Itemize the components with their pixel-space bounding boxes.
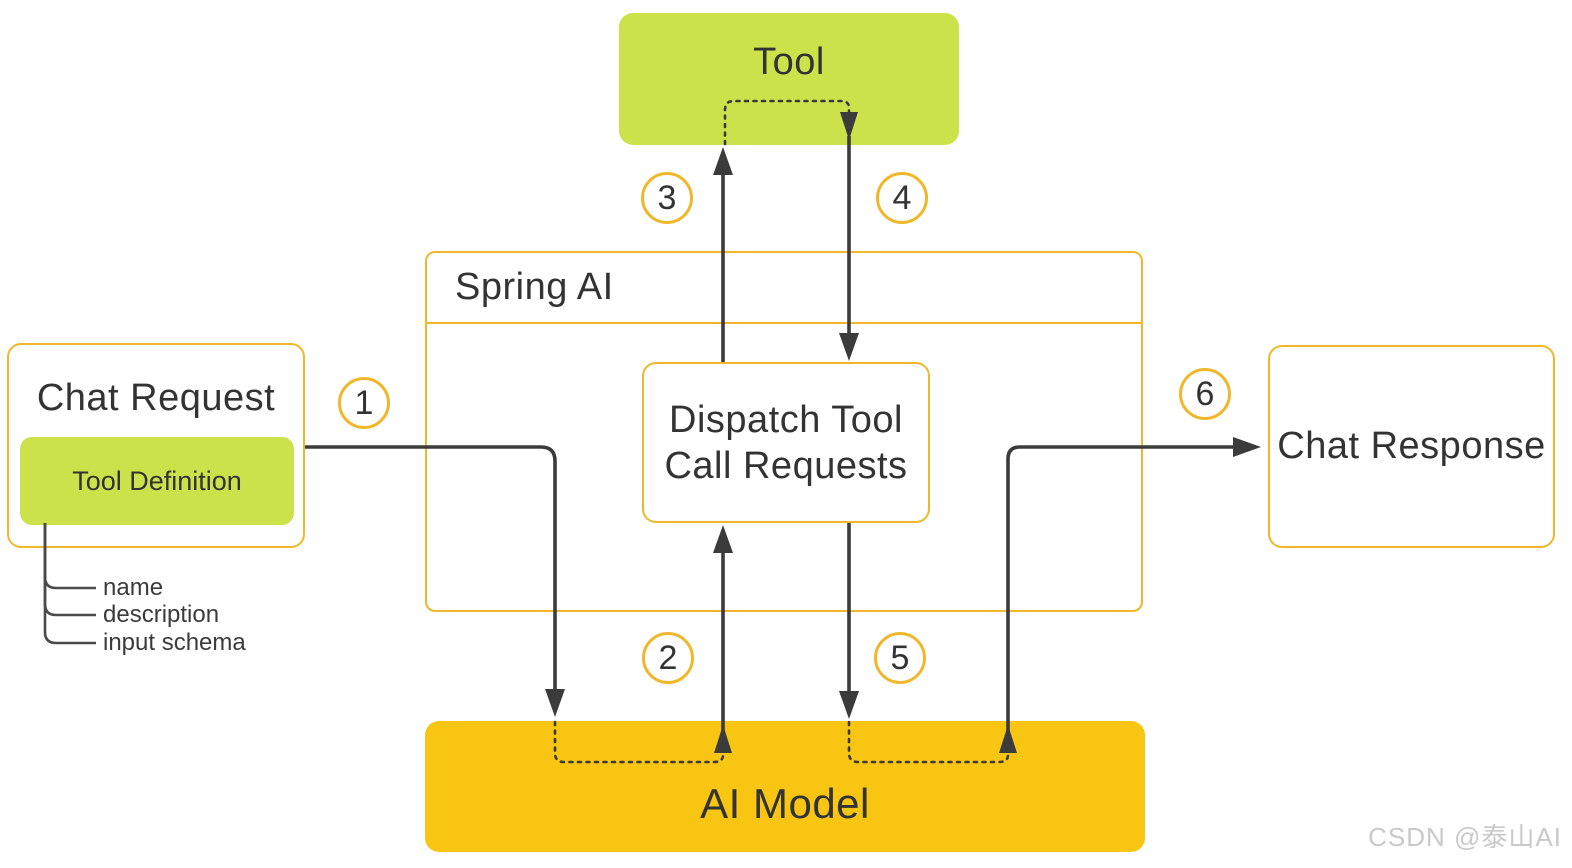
attribute-name-label: name	[103, 574, 164, 601]
tool-label: Tool	[753, 41, 825, 83]
attribute-description-label: description	[103, 601, 220, 628]
step-badge-3: 3	[641, 172, 693, 224]
dispatch-label-line1: Dispatch Tool	[669, 398, 903, 441]
tool-definition-label: Tool Definition	[72, 465, 242, 496]
node-chat-request: Chat Request Tool Definition	[7, 343, 305, 548]
node-spring-ai: Spring AI	[425, 251, 1143, 612]
step-badge-1: 1	[338, 377, 390, 429]
attribute-input-schema-label: input schema	[103, 629, 246, 656]
spring-ai-header: Spring AI	[427, 253, 1141, 324]
step-badge-6: 6	[1179, 368, 1231, 420]
chat-response-label: Chat Response	[1277, 425, 1546, 467]
ai-model-label: AI Model	[700, 780, 870, 827]
step-badge-2: 2	[642, 632, 694, 684]
spring-ai-label: Spring AI	[455, 266, 614, 308]
watermark-text: CSDN @泰山AI	[1368, 822, 1562, 852]
node-ai-model: AI Model	[425, 721, 1145, 852]
chat-request-label: Chat Request	[36, 377, 276, 419]
node-chat-response: Chat Response	[1268, 345, 1555, 548]
node-tool: Tool	[619, 13, 959, 145]
step-badge-4: 4	[876, 172, 928, 224]
node-dispatch-tool-calls: Dispatch Tool Call Requests	[642, 362, 930, 523]
node-tool-definition: Tool Definition	[20, 437, 294, 525]
dispatch-label-line2: Call Requests	[664, 444, 908, 487]
step-badge-5: 5	[874, 632, 926, 684]
